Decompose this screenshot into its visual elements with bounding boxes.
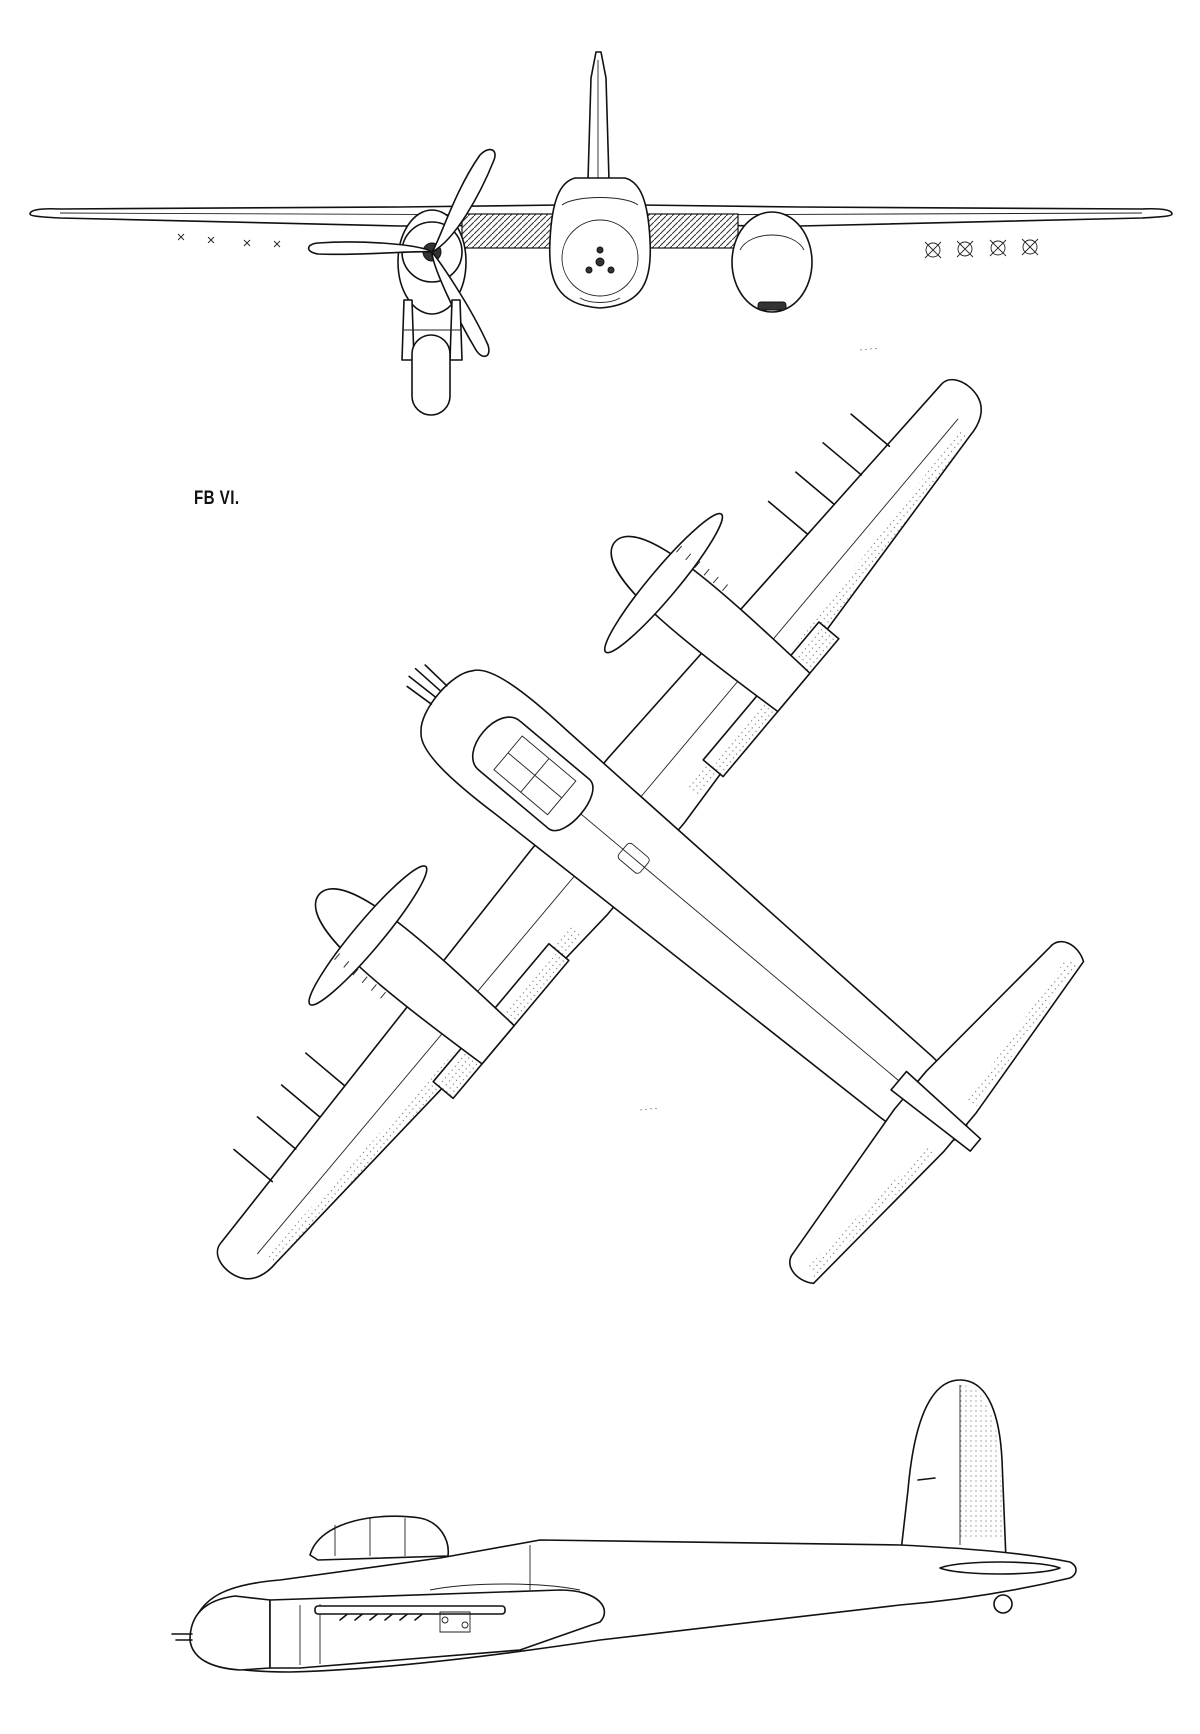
variant-label: FB VI.: [194, 488, 240, 509]
front-fin: [587, 51, 610, 181]
front-fuselage: [548, 177, 652, 309]
side-tailwheel: [993, 1594, 1013, 1614]
side-exhaust-stubs: [339, 1611, 426, 1621]
front-propeller-left: [307, 148, 496, 358]
front-rockets-left: [177, 233, 281, 248]
plan-propeller-right: [603, 512, 724, 654]
front-radiator-left: [461, 213, 555, 249]
plan-propeller-left: [308, 865, 428, 1006]
side-canopy: [309, 1515, 449, 1561]
top-view: [216, 379, 1085, 1285]
front-view: [29, 51, 1173, 416]
plan-rockets: [233, 413, 891, 1183]
side-view: [171, 1379, 1077, 1673]
front-landing-gear-left: [401, 299, 463, 416]
front-radiator-right: [645, 213, 739, 249]
front-nacelle-right: [731, 211, 813, 313]
side-tailplane: [939, 1561, 1061, 1575]
side-rocket: [314, 1605, 506, 1615]
front-rockets-right: [924, 238, 1039, 259]
